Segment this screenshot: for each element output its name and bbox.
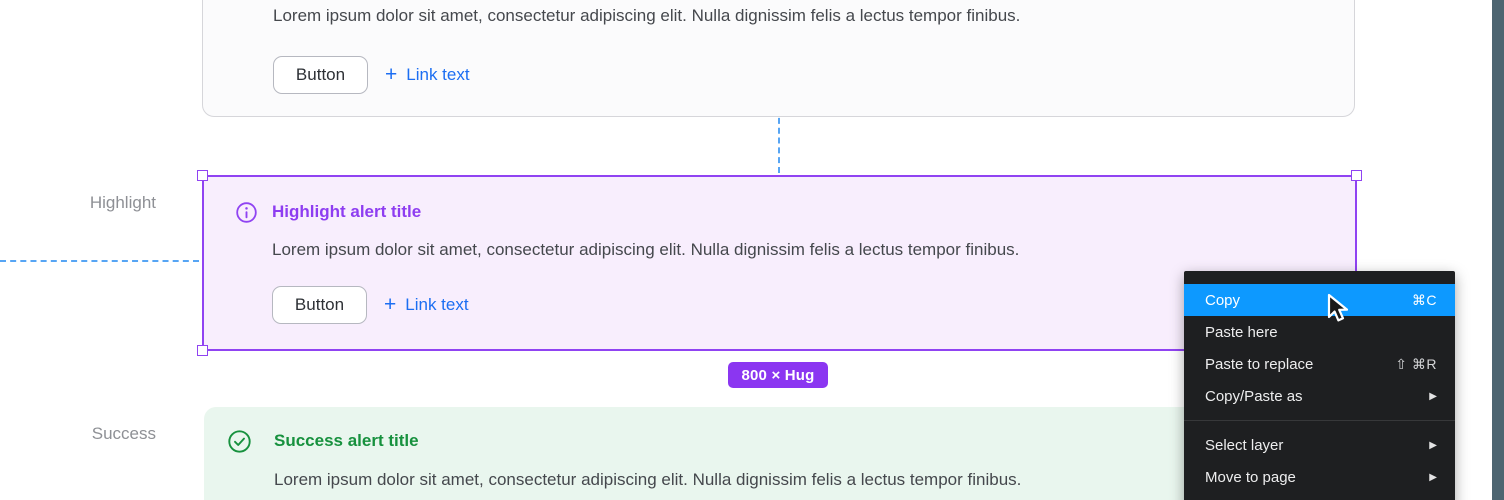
submenu-arrow-icon: ▶ [1429,471,1437,483]
plus-icon: + [384,292,397,316]
alert-button[interactable]: Button [273,56,368,94]
alert-title: Highlight alert title [272,202,422,221]
highlight-row-label: Highlight [89,193,156,212]
menu-divider [1184,420,1455,421]
success-row-label: Success [91,424,156,443]
menu-item-select-layer[interactable]: Select layer ▶ [1205,436,1437,454]
alert-title: Success alert title [274,431,419,450]
context-menu: Copy ⌘C Paste here Paste to replace ⇧ ⌘R… [1184,271,1455,500]
plus-icon: + [385,62,398,86]
check-circle-icon [228,430,251,453]
menu-item-copy-paste-as[interactable]: Copy/Paste as ▶ [1205,387,1437,405]
alert-button[interactable]: Button [272,286,367,324]
menu-item-move-to-page[interactable]: Move to page ▶ [1205,468,1437,486]
info-icon [236,202,257,223]
alert-body-text: Lorem ipsum dolor sit amet, consectetur … [274,470,1022,489]
alert-link-label: Link text [406,65,470,84]
menu-item-paste-here[interactable]: Paste here [1205,323,1278,341]
submenu-arrow-icon: ▶ [1429,390,1437,402]
alert-card-success[interactable]: Success alert title Lorem ipsum dolor si… [204,407,1357,500]
alert-card-top[interactable]: Lorem ipsum dolor sit amet, consectetur … [202,0,1355,117]
menu-item-copy[interactable]: Copy ⌘C [1184,284,1455,316]
size-badge: 800 × Hug [728,362,828,388]
alert-link[interactable]: + Link text [385,62,470,86]
window-edge-strip [1492,0,1504,500]
alert-body-text: Lorem ipsum dolor sit amet, consectetur … [272,240,1020,259]
alert-link[interactable]: + Link text [384,292,469,316]
alert-link-label: Link text [405,295,469,314]
alert-card-highlight[interactable]: Highlight alert title Lorem ipsum dolor … [202,175,1357,351]
alert-body-text: Lorem ipsum dolor sit amet, consectetur … [273,6,1021,25]
horizontal-guide-line [0,260,199,262]
submenu-arrow-icon: ▶ [1429,439,1437,451]
menu-item-paste-to-replace[interactable]: Paste to replace ⇧ ⌘R [1205,355,1437,373]
